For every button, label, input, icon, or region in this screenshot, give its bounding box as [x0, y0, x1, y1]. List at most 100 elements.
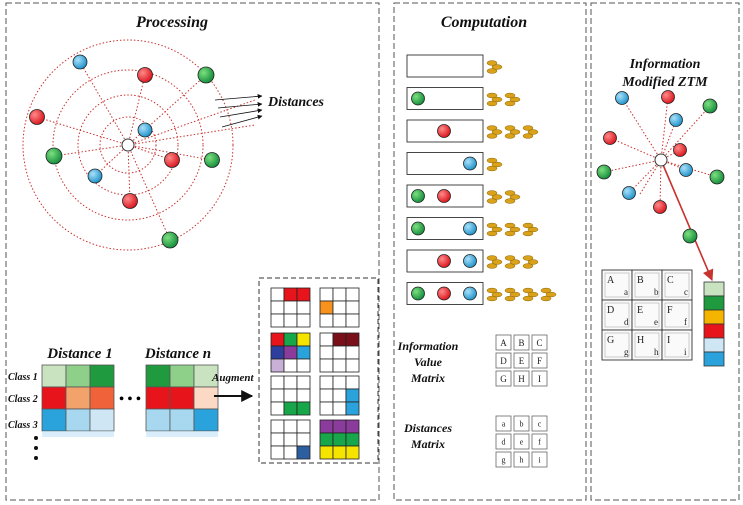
- computation-rows: [406, 54, 557, 305]
- ztm-cell: [661, 299, 693, 331]
- augmented-samples-box: [258, 277, 379, 464]
- matrix-cell-label: F: [537, 356, 542, 366]
- ztm-color-column: [703, 281, 725, 367]
- augment-label: Augment: [211, 372, 255, 384]
- vertical-ellipsis: [34, 436, 38, 460]
- computation-row: [406, 217, 539, 240]
- ztm-cell-lower: i: [684, 347, 687, 357]
- matrix-cell: [531, 433, 548, 450]
- matrix-cell: [495, 451, 512, 468]
- ztm-cell-lower: g: [624, 347, 629, 357]
- matrix-cell: [513, 433, 530, 450]
- ztm-cell-upper: H: [637, 335, 644, 346]
- matrix-cell: [495, 334, 512, 351]
- processing-title: Processing: [135, 14, 208, 31]
- ztm-cell: [631, 299, 663, 331]
- matrix-cell: [531, 370, 548, 387]
- ztm-nodes: [596, 90, 725, 244]
- matrix-cell: [495, 415, 512, 432]
- ztm-center-node: [654, 153, 668, 167]
- matrix-cell: [531, 415, 548, 432]
- center-node: [121, 138, 135, 152]
- distances-matrix-label-2: Matrix: [410, 437, 445, 451]
- class-1-label: Class 1: [8, 372, 38, 383]
- matrix-cell-label: H: [518, 374, 525, 384]
- augmented-grid: [319, 332, 360, 373]
- matrix-cell: [513, 451, 530, 468]
- information-panel: [590, 2, 740, 501]
- distance-n-label: Distance n: [144, 346, 211, 362]
- matrix-cell: [513, 334, 530, 351]
- distances-matrix-label-1: Distances: [403, 421, 452, 435]
- matrix-cell-label: E: [519, 356, 525, 366]
- ztm-cell-lower: f: [684, 317, 687, 327]
- matrix-cell-label: C: [536, 338, 542, 348]
- class-3-label: Class 3: [8, 420, 38, 431]
- ztm-cell-upper: F: [667, 305, 673, 316]
- ztm-cell: [661, 269, 693, 301]
- ztm-cell-inner: [634, 302, 660, 328]
- computation-row: [406, 282, 557, 305]
- distances-label: Distances: [267, 95, 325, 110]
- matrix-cell-label: I: [538, 374, 541, 384]
- augmented-grid: [319, 375, 360, 416]
- distance-1-label: Distance 1: [46, 346, 112, 362]
- distance-1-shadow: [42, 431, 114, 437]
- distance-n-shadow: [146, 431, 218, 437]
- augmented-grid: [270, 375, 311, 416]
- matrix-cell: [531, 451, 548, 468]
- ztm-cell-lower: h: [654, 347, 659, 357]
- matrix-cell-label: f: [538, 438, 541, 447]
- ztm-cell-inner: [664, 332, 690, 358]
- computation-row: [406, 119, 539, 143]
- ztm-cell-inner: [634, 272, 660, 298]
- ztm-cell-lower: d: [624, 317, 629, 327]
- ztm-cell-lower: a: [624, 287, 628, 297]
- matrix-cell-label: A: [500, 338, 507, 348]
- information-title-line1: Information: [629, 57, 701, 72]
- matrix-cell-label: a: [502, 420, 506, 429]
- ztm-cell: [661, 329, 693, 361]
- matrix-ellipsis: • • •: [119, 392, 141, 407]
- processing-nodes: [29, 54, 220, 249]
- augmented-grid: [270, 419, 311, 460]
- matrix-cell-label: i: [538, 456, 541, 465]
- computation-panel: [393, 2, 587, 501]
- ztm-cell: [601, 299, 633, 331]
- matrix-cell-label: c: [538, 420, 542, 429]
- ztm-cell: [601, 329, 633, 361]
- matrix-cell-label: b: [520, 420, 524, 429]
- ztm-cell-inner: [604, 332, 630, 358]
- info-value-label-2: Value: [414, 355, 443, 369]
- ztm-cell-inner: [604, 302, 630, 328]
- ztm-cell-lower: c: [684, 287, 688, 297]
- information-title-line2: Modified ZTM: [621, 75, 708, 90]
- ztm-cell-lower: e: [654, 317, 658, 327]
- ztm-cell-inner: [634, 332, 660, 358]
- matrix-cell-label: d: [502, 438, 506, 447]
- class-2-label: Class 2: [8, 394, 38, 405]
- computation-row: [406, 54, 503, 78]
- matrix-cell-label: B: [518, 338, 524, 348]
- matrix-cell: [531, 334, 548, 351]
- distance-1-matrix: [41, 364, 115, 432]
- ztm-links: [603, 96, 718, 208]
- distances-arrows: [214, 93, 263, 128]
- ztm-cell-upper: A: [607, 275, 615, 286]
- matrix-cell-label: e: [520, 438, 524, 447]
- distance-n-matrix: [145, 364, 219, 432]
- ztm-cell-upper: C: [667, 275, 674, 286]
- processing-panel: [5, 2, 380, 501]
- ztm-cell-upper: E: [637, 305, 643, 316]
- computation-row: [406, 152, 503, 175]
- info-value-label-3: Matrix: [410, 371, 445, 385]
- ztm-selection-arrow: [660, 159, 714, 282]
- matrix-cell: [513, 352, 530, 369]
- radial-links: [36, 61, 256, 241]
- matrix-cell-label: h: [520, 456, 524, 465]
- augmented-grid: [319, 287, 360, 328]
- matrix-cell: [495, 370, 512, 387]
